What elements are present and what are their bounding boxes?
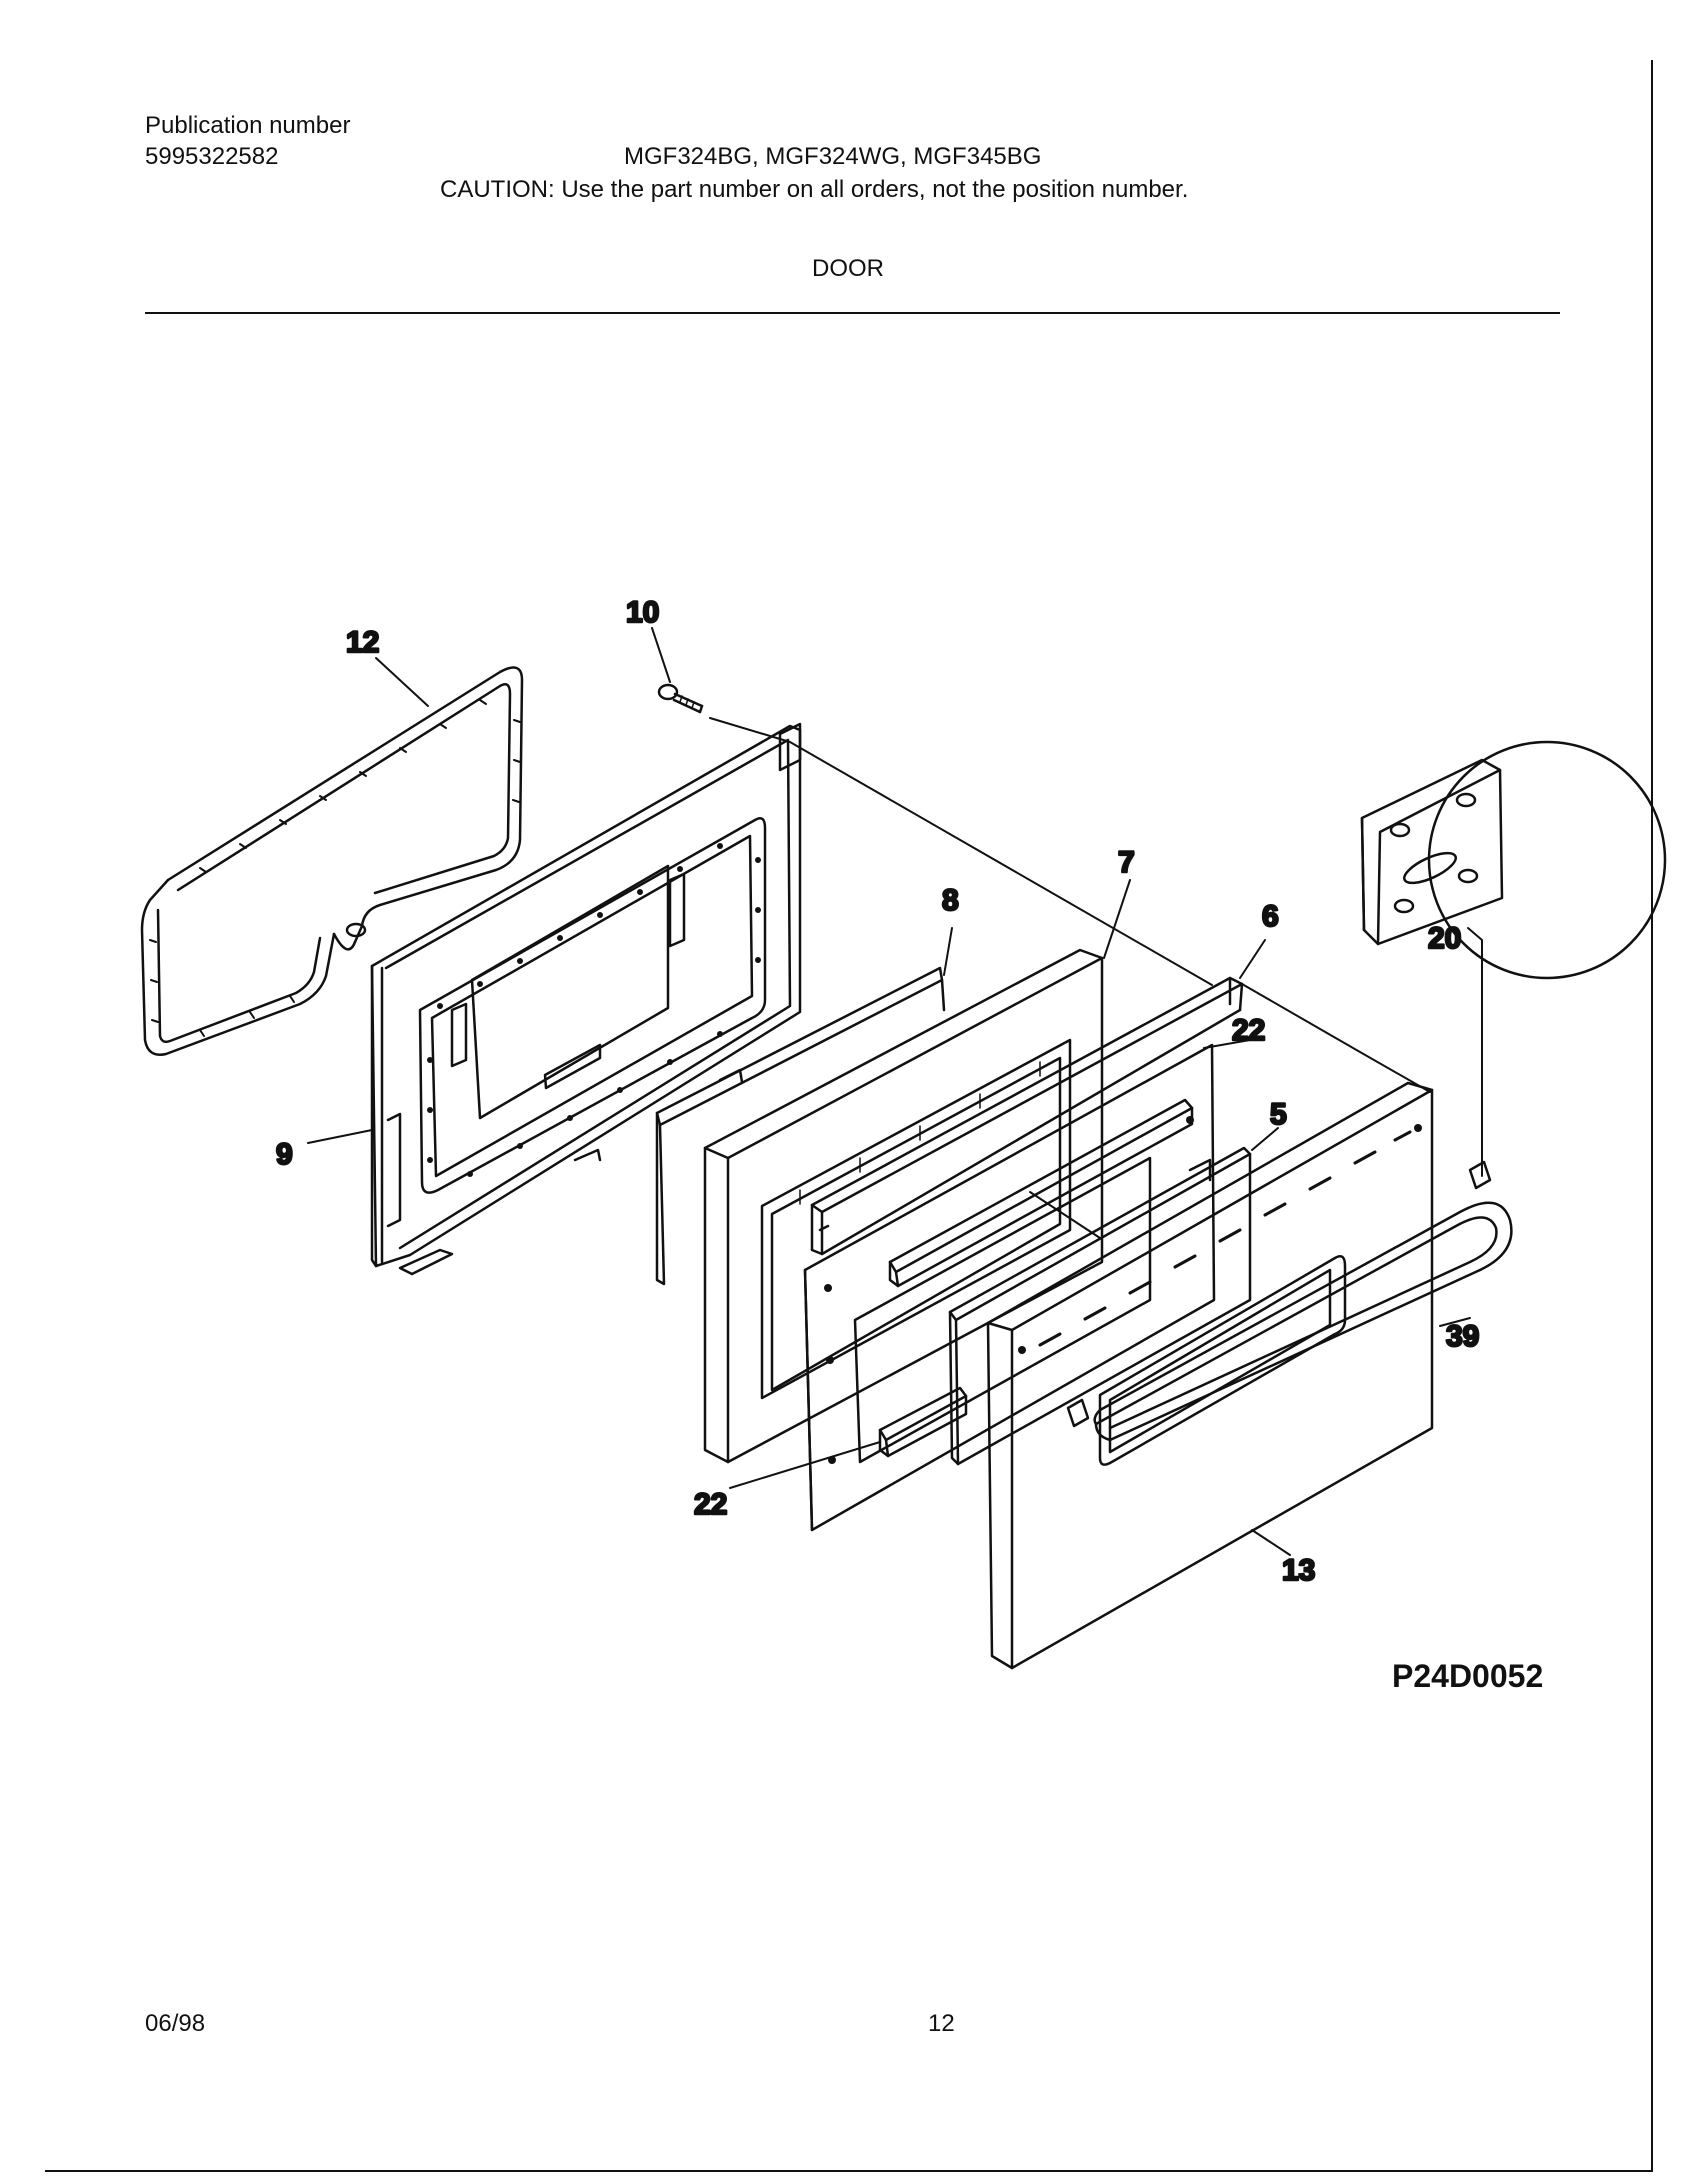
- part-20-spacer: [1066, 740, 1667, 1428]
- publication-number: 5995322582: [145, 143, 279, 170]
- section-title: DOOR: [812, 255, 884, 282]
- callout-22-upper: 22: [1232, 1014, 1265, 1047]
- header-divider: [145, 312, 1560, 314]
- part-22-retainer-lower: [878, 1386, 968, 1458]
- part-9-inner-frame: [370, 722, 802, 1276]
- callout-39: 39: [1446, 1320, 1479, 1353]
- part-13-outer-panel: [986, 1081, 1434, 1670]
- callout-7: 7: [1118, 846, 1135, 879]
- part-12-gasket: [140, 666, 524, 1056]
- page-number: 12: [928, 2010, 955, 2037]
- callout-12: 12: [346, 626, 379, 659]
- callout-10: 10: [626, 596, 659, 629]
- callout-9: 9: [276, 1138, 293, 1171]
- page-bottom-border: [45, 2170, 1653, 2172]
- callout-22-lower: 22: [694, 1488, 727, 1521]
- callout-6: 6: [1262, 900, 1279, 933]
- part-5-glass: [948, 1146, 1252, 1466]
- part-10-screw: [657, 683, 704, 714]
- part-39-handle: [1093, 1201, 1513, 1442]
- page-right-border: [1651, 60, 1653, 2172]
- inner-window-panel: [803, 1043, 1216, 1532]
- callout-13: 13: [1282, 1554, 1315, 1587]
- leader-lines: [307, 627, 1483, 1556]
- callout-5: 5: [1270, 1098, 1287, 1131]
- part-22-retainer-upper: [888, 1098, 1194, 1288]
- diagram-reference-code: P24D0052: [1392, 1658, 1544, 1694]
- callout-20: 20: [1428, 922, 1461, 955]
- part-8-insulation: [655, 966, 946, 1286]
- caution-note: CAUTION: Use the part number on all orde…: [440, 176, 1189, 203]
- callout-8: 8: [942, 884, 959, 917]
- footer-date: 06/98: [145, 2010, 206, 2037]
- model-numbers: MGF324BG, MGF324WG, MGF345BG: [624, 143, 1042, 170]
- publication-label: Publication number: [145, 112, 351, 139]
